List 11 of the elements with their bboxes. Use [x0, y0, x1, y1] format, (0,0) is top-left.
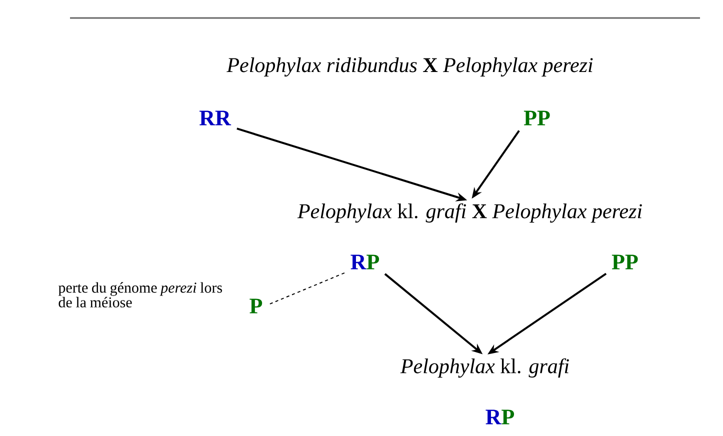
note-text: perte du génome perezi lors de la méiose [58, 282, 222, 308]
cross-text: Pelophylax ridibundus X Pelophylax perezi [226, 57, 593, 77]
cross-text: Pelophylax kl. grafi X Pelophylax perezi [297, 203, 642, 223]
genotype-label: RR [200, 110, 232, 126]
genotype-label: RP [486, 410, 514, 424]
cross-text: Pelophylax kl. grafi [400, 358, 569, 378]
genotype-label: RP [350, 254, 380, 270]
genotype-label: PP [612, 254, 638, 270]
genotype-label: PP [524, 110, 550, 126]
genotype-label: P [250, 298, 262, 314]
dashed-line [267, 272, 345, 306]
